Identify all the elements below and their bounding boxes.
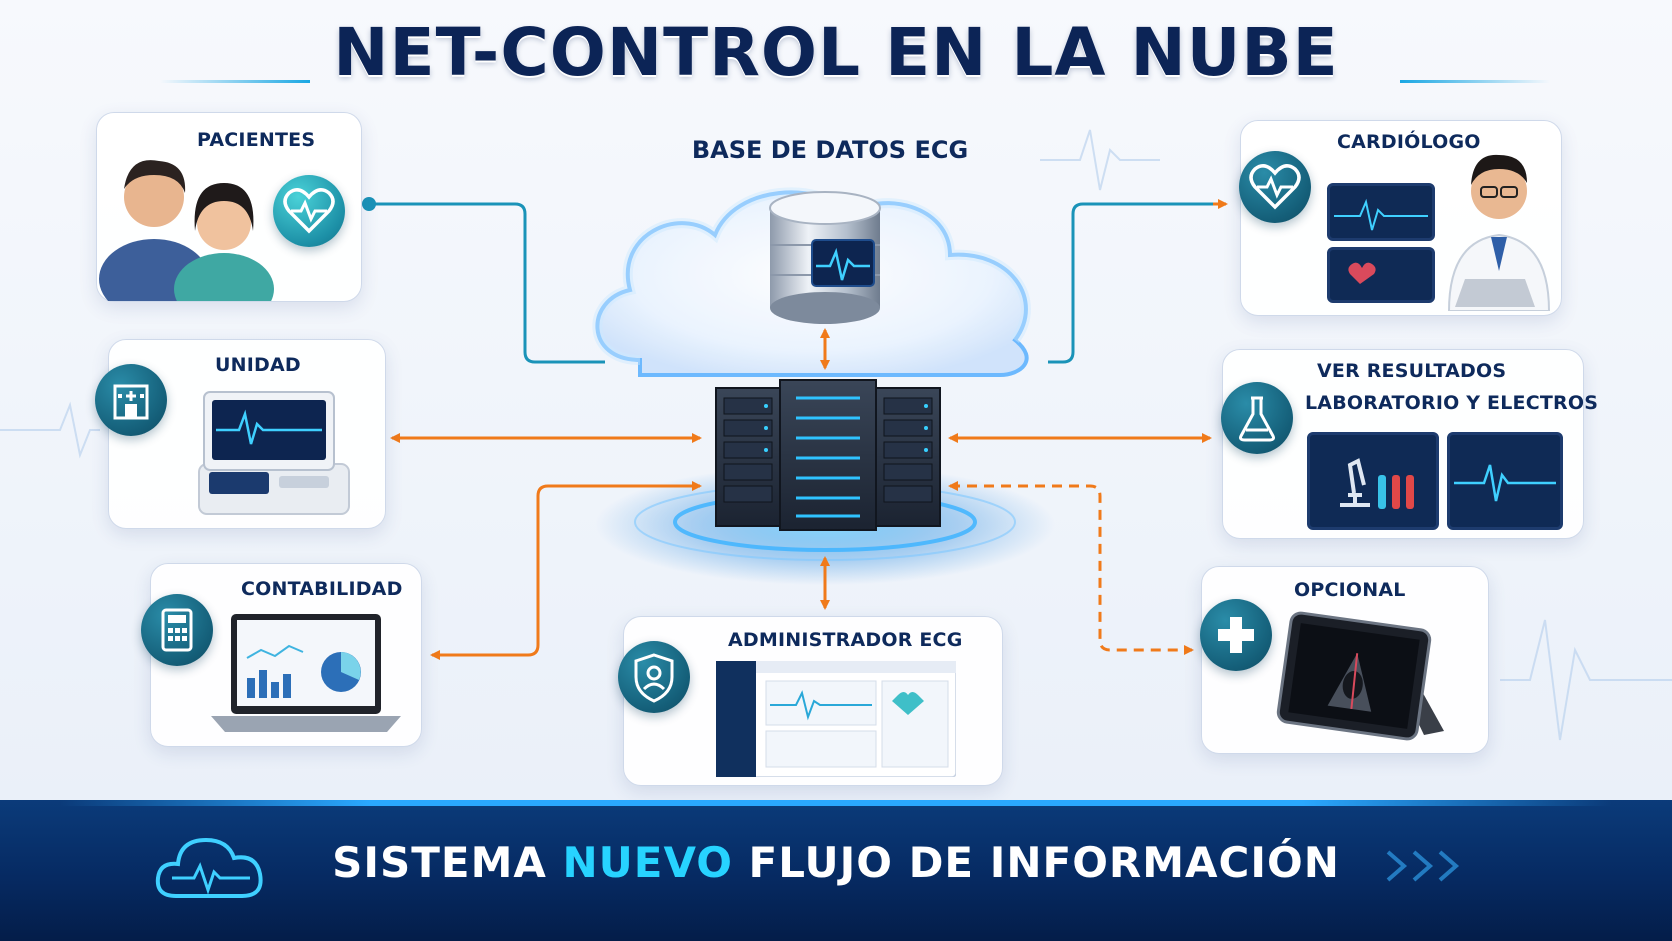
heart-pulse-icon — [273, 175, 345, 247]
title-rule-left — [160, 80, 310, 83]
banner-text-after: FLUJO DE INFORMACIÓN — [732, 838, 1340, 887]
database-cylinder — [769, 191, 881, 324]
teal-connector-dot — [362, 197, 376, 211]
pacientes-label: PACIENTES — [197, 129, 316, 151]
background-pulse-lines — [0, 129, 1672, 741]
resultados-label-line1: VER RESULTADOS — [1317, 360, 1507, 382]
banner-top-glow — [60, 800, 1612, 806]
patients-illustration — [99, 160, 274, 301]
card-administrador: ADMINISTRADOR ECG — [618, 616, 1003, 786]
unidad-label: UNIDAD — [215, 354, 301, 376]
server-racks — [715, 379, 941, 531]
ecg-device-illustration — [198, 391, 350, 515]
cardiologo-monitor-bottom — [1327, 247, 1435, 303]
bottom-banner — [0, 800, 1672, 941]
title-rule-right — [1400, 80, 1550, 83]
tablet-ultrasound-illustration — [1276, 611, 1444, 741]
cloud-pulse-icon — [155, 837, 263, 898]
hospital-building-icon — [95, 364, 167, 436]
cardiologo-label: CARDIÓLOGO — [1337, 131, 1481, 153]
card-pacientes: PACIENTES — [96, 112, 362, 302]
contabilidad-label: CONTABILIDAD — [241, 578, 403, 600]
page-title: NET-CONTROL EN LA NUBE — [333, 14, 1339, 91]
card-contabilidad: CONTABILIDAD — [141, 563, 422, 747]
ecg-results-screen — [1447, 432, 1563, 530]
banner-text-before: SISTEMA — [332, 838, 563, 887]
teal-connectors — [369, 202, 1215, 364]
admin-dashboard-illustration — [716, 661, 956, 777]
laptop-illustration — [211, 614, 401, 732]
card-opcional: OPCIONAL — [1200, 566, 1489, 754]
banner-chevrons — [1386, 850, 1460, 882]
banner-text-accent: NUEVO — [562, 838, 733, 887]
flask-icon — [1221, 382, 1293, 454]
cardiologist-illustration — [1447, 154, 1551, 311]
heart-monitor-icon — [1239, 151, 1311, 223]
opcional-label: OPCIONAL — [1294, 579, 1406, 601]
banner-text: SISTEMA NUEVO FLUJO DE INFORMACIÓN — [300, 838, 1372, 887]
center-label: BASE DE DATOS ECG — [691, 136, 969, 164]
shield-user-icon — [618, 641, 690, 713]
calculator-icon — [141, 594, 213, 666]
resultados-label-line2: LABORATORIO Y ELECTROS — [1305, 392, 1599, 414]
card-resultados: VER RESULTADOS LABORATORIO Y ELECTROS — [1221, 349, 1598, 539]
cardiologo-monitor-top — [1327, 183, 1435, 241]
plus-icon — [1200, 599, 1272, 671]
orange-connectors — [390, 199, 1228, 660]
card-cardiologo: CARDIÓLOGO — [1239, 120, 1562, 316]
card-unidad: UNIDAD — [95, 339, 386, 529]
administrador-label: ADMINISTRADOR ECG — [728, 629, 963, 651]
lab-results-screen — [1307, 432, 1439, 530]
